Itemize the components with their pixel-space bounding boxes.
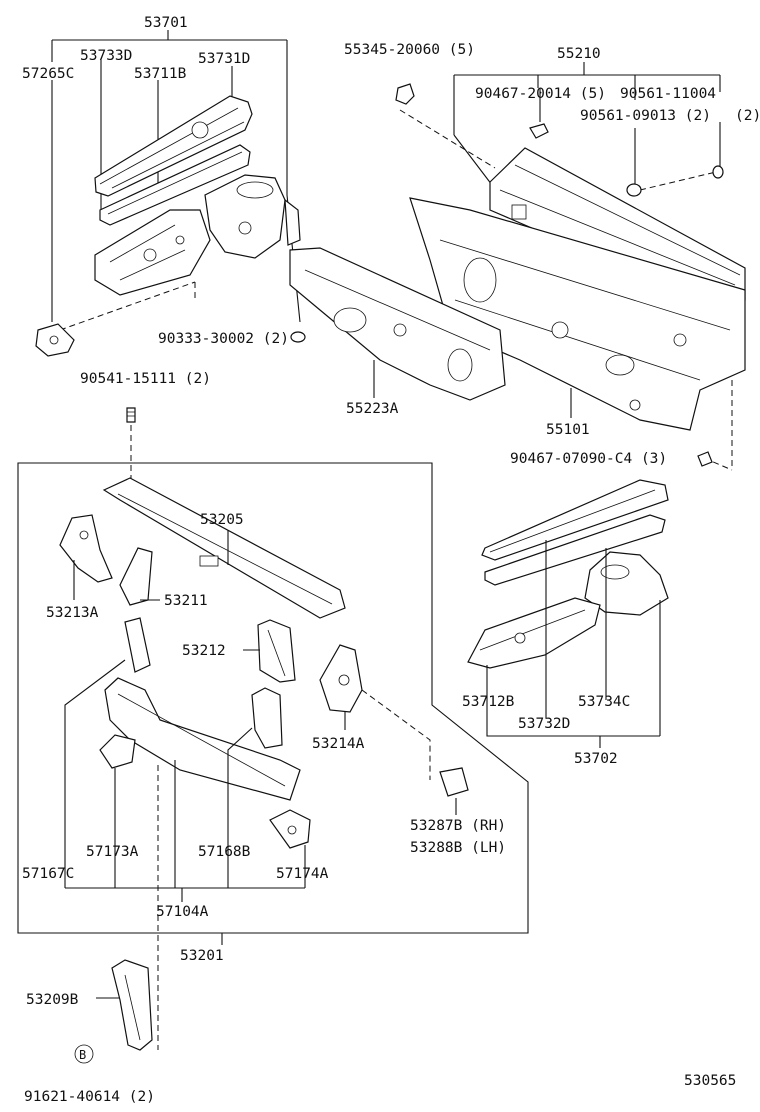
clip-53287b-part <box>439 767 469 797</box>
label-57167c: 57167C <box>22 866 74 882</box>
bracket-57265c-part <box>35 323 75 357</box>
dash-silencer-part <box>289 247 506 401</box>
label-53288b: 53288B (LH) <box>410 840 506 856</box>
label-90561a-qty: (2) <box>735 108 760 124</box>
label-90467a: 90467-20014 (5) <box>475 86 606 102</box>
label-53214a: 53214A <box>312 736 365 752</box>
front-apron-rh-part <box>467 597 601 669</box>
label-53287b: 53287B (RH) <box>410 818 506 834</box>
figure-number: 530565 <box>684 1073 736 1089</box>
label-53732d: 53732D <box>518 716 570 732</box>
label-53212: 53212 <box>182 643 226 659</box>
label-53205: 53205 <box>200 512 244 528</box>
screw-part <box>529 123 549 139</box>
side-support-left-part <box>59 514 113 583</box>
brace-57168b-part <box>251 687 283 749</box>
label-55210: 55210 <box>557 46 601 62</box>
label-55345: 55345-20060 (5) <box>344 42 475 58</box>
label-53702: 53702 <box>574 751 618 767</box>
label-53711b: 53711B <box>134 66 187 82</box>
ref-circle-b <box>74 1044 94 1064</box>
label-55223a: 55223A <box>346 401 399 417</box>
bolt-part <box>697 451 713 467</box>
label-circle-b: B <box>79 1048 86 1062</box>
brace-57167c-part <box>124 617 151 673</box>
middle-rail-rh-part <box>484 514 666 586</box>
label-57173a: 57173A <box>86 844 139 860</box>
clip-part <box>395 83 415 105</box>
labels: 53701 53733D 53731D 57265C 53711B 55345-… <box>22 15 760 1105</box>
hood-lock-support-part <box>111 959 153 1051</box>
middle-rail-part <box>99 144 251 226</box>
label-53211: 53211 <box>164 593 208 609</box>
front-apron-part <box>94 209 211 296</box>
label-57168b: 57168B <box>198 844 251 860</box>
lower-crossmember-part <box>104 677 301 801</box>
group-53701 <box>35 30 306 357</box>
label-57104a: 57104A <box>156 904 209 920</box>
bracket-57174a-part <box>269 809 311 849</box>
grommet-part <box>290 331 306 343</box>
label-57265c: 57265C <box>22 66 74 82</box>
upper-support-part <box>102 477 346 619</box>
upper-rail-part <box>94 95 253 197</box>
bolt-90541 <box>126 407 136 480</box>
label-53213a: 53213A <box>46 605 99 621</box>
label-90561a: 90561-11004 <box>620 86 716 102</box>
upper-rail-rh-part <box>481 479 669 561</box>
dash-panel-part <box>409 197 746 431</box>
label-55101: 55101 <box>546 422 590 438</box>
label-53731d: 53731D <box>198 51 250 67</box>
group-53201 <box>17 462 529 1050</box>
label-53734c: 53734C <box>578 694 630 710</box>
brace-53212-part <box>257 619 296 683</box>
label-53712b: 53712B <box>462 694 515 710</box>
label-90541: 90541-15111 (2) <box>80 371 211 387</box>
label-53209b: 53209B <box>26 992 79 1008</box>
label-57174a: 57174A <box>276 866 329 882</box>
label-53733d: 53733D <box>80 48 132 64</box>
bracket-53214a-part <box>319 644 363 713</box>
label-53701: 53701 <box>144 15 188 31</box>
group-53209b <box>74 959 153 1064</box>
label-53201: 53201 <box>180 948 224 964</box>
plug-part <box>626 183 642 197</box>
label-90561b: 90561-09013 (2) <box>580 108 711 124</box>
group-53702 <box>467 479 669 748</box>
label-90333: 90333-30002 (2) <box>158 331 289 347</box>
label-91621: 91621-40614 (2) <box>24 1089 155 1105</box>
label-90467b: 90467-07090-C4 (3) <box>510 451 667 467</box>
plug-small-part <box>712 165 724 179</box>
group-dash-panel <box>289 62 746 471</box>
bracket-57173a-part <box>99 734 136 769</box>
suspension-tower-part <box>204 174 301 259</box>
brace-53211-part <box>119 547 153 606</box>
